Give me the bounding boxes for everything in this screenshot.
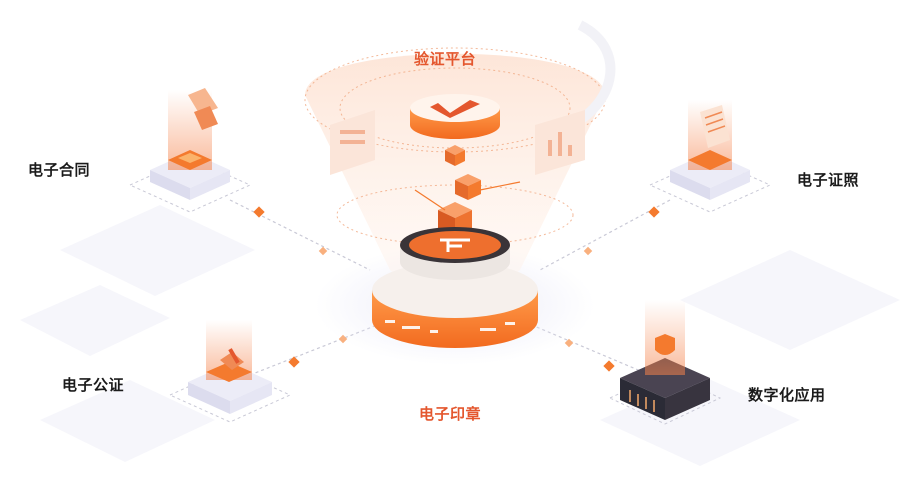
gavel-icon — [220, 352, 244, 370]
node-contract — [128, 88, 252, 213]
shield-icon — [655, 334, 675, 355]
verification-disc — [410, 94, 500, 139]
light-cone — [305, 53, 605, 285]
seal-stack — [372, 227, 538, 348]
label-electronic-seal: 电子印章 — [419, 405, 482, 423]
label-verification-platform: 验证平台 — [414, 50, 477, 68]
node-digital — [608, 300, 722, 425]
label-digital-application: 数字化应用 — [748, 386, 826, 404]
label-electronic-license: 电子证照 — [797, 171, 860, 189]
label-electronic-notary: 电子公证 — [62, 376, 125, 394]
seal-logo-icon — [440, 238, 470, 252]
floating-panel-right — [535, 110, 585, 175]
check-icon — [430, 100, 480, 118]
label-electronic-contract: 电子合同 — [28, 161, 91, 179]
floating-panel-left — [330, 110, 375, 175]
connector-lines — [229, 199, 671, 376]
node-notary — [168, 320, 292, 423]
node-license — [648, 100, 772, 213]
certificate-icon — [700, 105, 730, 148]
